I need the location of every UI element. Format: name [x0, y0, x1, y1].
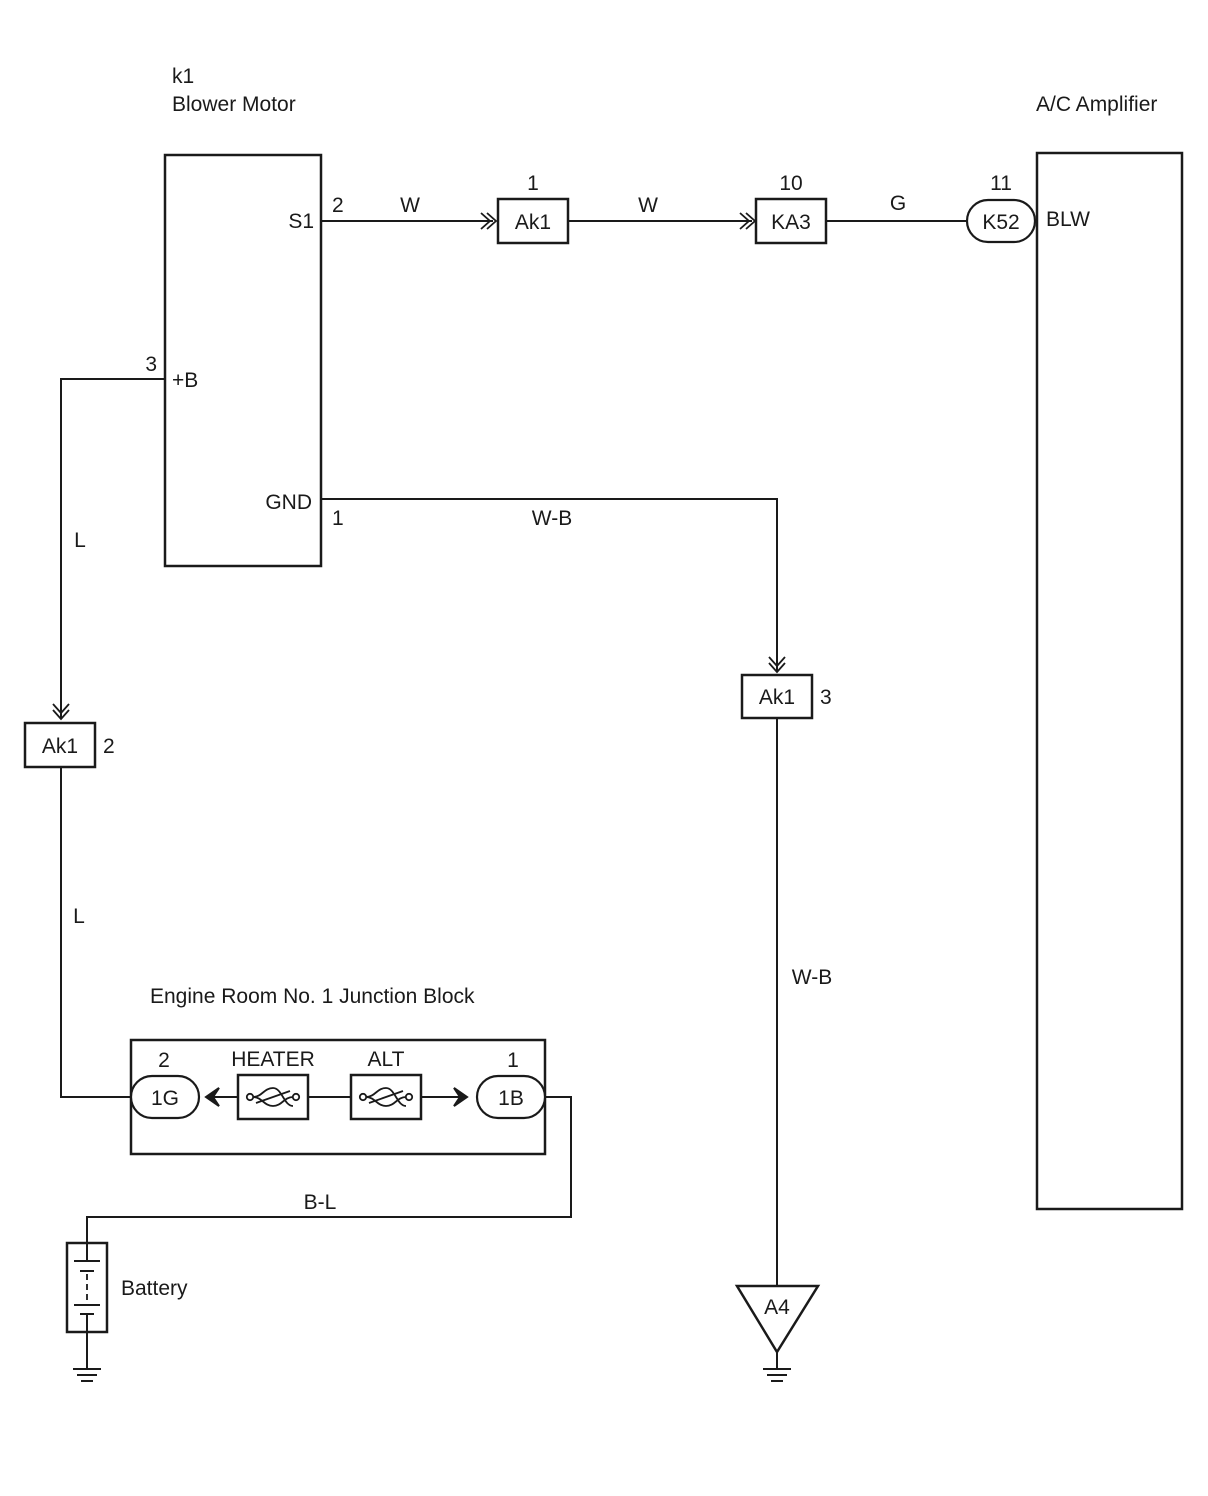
wire-label-g: G: [890, 192, 906, 215]
wire-label-l1: L: [74, 529, 86, 552]
fuse-alt-label: ALT: [368, 1048, 405, 1071]
ground-a4-label: A4: [764, 1296, 790, 1319]
blower-pin-b-number: 3: [145, 353, 157, 376]
connector-ak1-left-number: 2: [103, 735, 115, 758]
connector-1g-label: 1G: [151, 1087, 179, 1110]
wire-label-bl: B-L: [304, 1191, 337, 1214]
blower-motor-title: Blower Motor: [172, 93, 296, 116]
connector-ak1-right-number: 3: [820, 686, 832, 709]
wire-ak1-left-to-1g: [60, 767, 132, 1098]
connector-ka3-number: 10: [779, 172, 802, 195]
ac-amplifier-box: [1035, 151, 1184, 1211]
arrow-into-1g: [204, 1087, 220, 1107]
connector-ak1-left-label: Ak1: [42, 735, 78, 758]
connector-ak1-top-label: Ak1: [515, 211, 551, 234]
connector-k52-label: K52: [982, 211, 1019, 234]
fuse-heater-icon: [245, 1087, 301, 1107]
blower-pin-b: +B: [172, 369, 198, 392]
connector-ka3-label: KA3: [771, 211, 811, 234]
arrow-into-1b: [453, 1087, 469, 1107]
arrow-into-ak1-left: [52, 703, 70, 721]
arrow-into-ak1-top: [480, 212, 498, 230]
wire-label-w2: W: [638, 194, 658, 217]
junction-block-title: Engine Room No. 1 Junction Block: [150, 985, 475, 1008]
wire-label-wb1: W-B: [532, 507, 572, 530]
fuse-alt-box: [349, 1073, 423, 1121]
fuse-alt-icon: [358, 1087, 414, 1107]
wire-gnd-to-ak1-right: [321, 498, 778, 672]
connector-1b-number: 1: [507, 1049, 519, 1072]
blower-motor-box: [163, 153, 323, 568]
blower-pin-gnd-number: 1: [332, 507, 344, 530]
connector-1g: [129, 1074, 201, 1120]
connector-1b-label: 1B: [498, 1087, 524, 1110]
fuse-heater-label: HEATER: [231, 1048, 315, 1071]
blower-pin-gnd: GND: [265, 491, 312, 514]
connector-1g-number: 2: [158, 1049, 170, 1072]
connector-ak1-top: [496, 197, 570, 245]
battery-ground-icon: [73, 1368, 101, 1382]
blower-motor-code: k1: [172, 65, 194, 88]
ground-a4-icon: [763, 1368, 791, 1382]
ac-amplifier-title: A/C Amplifier: [1036, 93, 1157, 116]
blower-pin-s1: S1: [288, 210, 314, 233]
wire-label-w1: W: [400, 194, 420, 217]
battery-label: Battery: [121, 1277, 188, 1300]
ground-a4-triangle: [734, 1284, 821, 1355]
connector-ak1-right-label: Ak1: [759, 686, 795, 709]
blower-pin-s1-number: 2: [332, 194, 344, 217]
connector-k52: [965, 198, 1037, 244]
wire-b-to-ak1-left: [60, 378, 165, 719]
connector-k52-number: 11: [990, 172, 1012, 195]
ac-amplifier-pin-blw: BLW: [1046, 208, 1090, 231]
battery-icon: [74, 1244, 100, 1332]
wire-label-wb2: W-B: [792, 966, 832, 989]
wire-label-l2: L: [73, 905, 85, 928]
arrow-into-ak1-right: [768, 656, 786, 674]
connector-ak1-top-number: 1: [527, 172, 539, 195]
wire-1b-to-battery: [86, 1096, 572, 1244]
